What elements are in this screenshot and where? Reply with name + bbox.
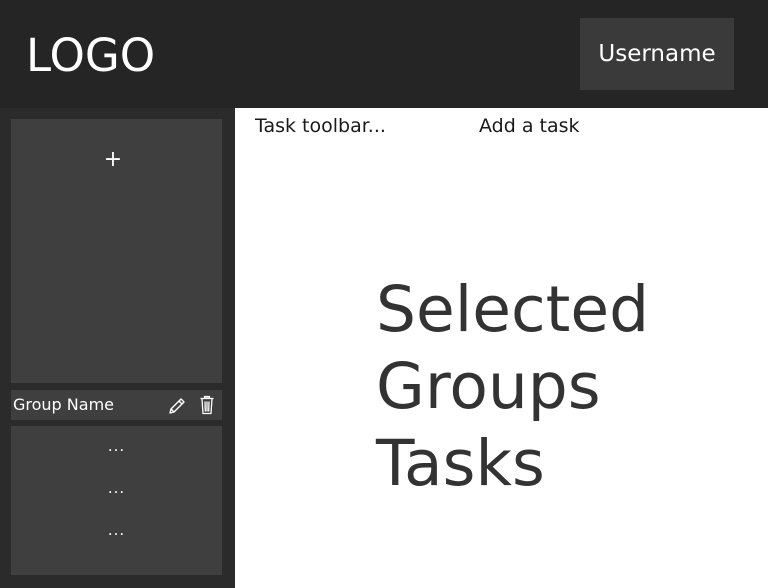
task-panel: Task toolbar... Add a task Selected Grou…	[235, 108, 768, 588]
group-item[interactable]: Group Name	[11, 390, 222, 420]
trash-icon[interactable]	[199, 394, 215, 415]
add-group-panel[interactable]: +	[11, 119, 222, 383]
sidebar: + Group Name	[0, 108, 235, 588]
plus-icon[interactable]: +	[103, 147, 123, 172]
pencil-icon[interactable]	[168, 395, 188, 415]
task-toolbar[interactable]: Task toolbar...	[255, 115, 386, 137]
logo: LOGO	[26, 29, 156, 82]
group-name[interactable]: Group Name	[13, 395, 114, 414]
placeholder-line: Tasks	[376, 427, 545, 500]
selected-group-tasks-placeholder: Selected Groups Tasks	[376, 271, 756, 502]
header-bar: LOGO Username	[0, 0, 768, 108]
list-item[interactable]: ...	[107, 437, 126, 455]
group-list: ... ... ...	[11, 426, 222, 575]
list-item[interactable]: ...	[107, 479, 126, 497]
placeholder-line: Groups	[376, 350, 601, 423]
placeholder-line: Selected	[376, 273, 650, 346]
add-task-button[interactable]: Add a task	[479, 115, 580, 137]
username-button[interactable]: Username	[580, 18, 734, 90]
list-item[interactable]: ...	[107, 521, 126, 539]
